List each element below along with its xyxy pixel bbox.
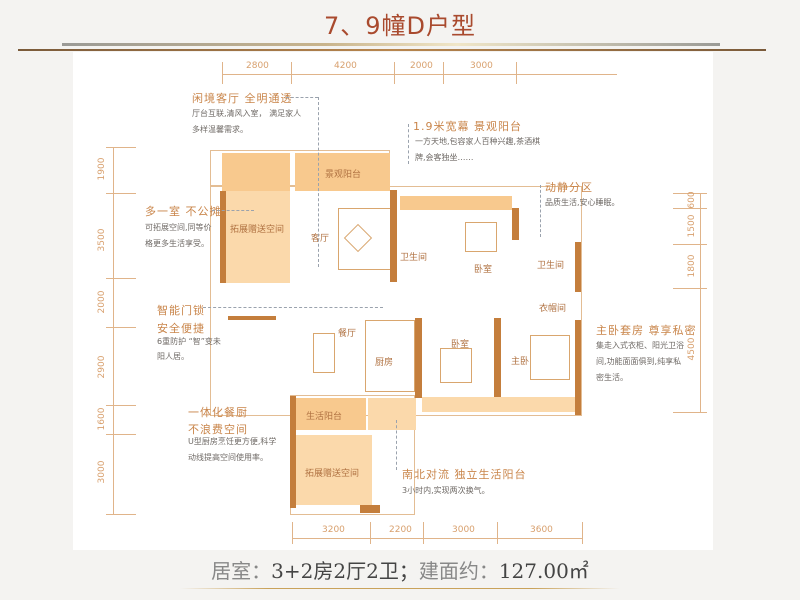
- floorplan-sheet: [73, 52, 713, 550]
- rooms-value: 3+2房2厅2卫；: [271, 559, 419, 583]
- title-divider-bottom: [18, 49, 766, 51]
- dim-top-1: 2800: [246, 61, 269, 71]
- dim-right-3: 1800: [687, 254, 697, 278]
- dim-bottom-4: 3600: [530, 525, 553, 535]
- dim-left-2: 3500: [97, 228, 107, 252]
- title-divider-top: [62, 43, 720, 46]
- unit-summary: 居室：3+2房2厅2卫；建面约：127.00㎡: [211, 559, 589, 583]
- dim-top-2: 4200: [334, 61, 357, 71]
- label-bedroom-2: 卧室: [451, 340, 470, 350]
- footer-ornament: [180, 588, 620, 589]
- label-living: 客厅: [311, 234, 330, 244]
- label-extension-bottom: 拓展赠送空间: [305, 469, 360, 479]
- bed-2: [440, 348, 472, 383]
- dim-right-2: 1500: [687, 214, 697, 238]
- label-closet: 衣帽间: [539, 304, 567, 314]
- dim-bottom-1: 3200: [322, 525, 345, 535]
- label-bedroom-1: 卧室: [474, 265, 493, 275]
- label-dining: 餐厅: [338, 329, 357, 339]
- room-view-balcony: [295, 153, 390, 191]
- label-view-balcony: 景观阳台: [325, 170, 362, 180]
- bed-master: [530, 335, 570, 380]
- label-kitchen: 厨房: [375, 358, 394, 368]
- dim-left-4: 2900: [97, 355, 107, 379]
- kitchen-counter: [365, 320, 415, 392]
- dim-left-3: 2000: [97, 290, 107, 314]
- label-master: 主卧: [511, 357, 530, 367]
- dining-table: [313, 333, 335, 373]
- dim-top-3: 2000: [410, 61, 433, 71]
- dim-bottom-2: 2200: [389, 525, 412, 535]
- bed-1: [465, 222, 497, 252]
- dim-left-5: 1600: [97, 407, 107, 431]
- label-extension-top: 拓展赠送空间: [230, 225, 285, 235]
- dim-left-6: 3000: [97, 460, 107, 484]
- label-utility-balcony: 生活阳台: [306, 412, 343, 422]
- area-value: 127.00㎡: [498, 559, 589, 583]
- dim-top-4: 3000: [470, 61, 493, 71]
- dim-left-1: 1900: [97, 157, 107, 181]
- room-utility-balcony: [296, 398, 366, 430]
- dim-bottom-3: 3000: [452, 525, 475, 535]
- label-bath-1: 卫生间: [400, 253, 428, 263]
- label-bath-2: 卫生间: [537, 261, 565, 271]
- page-title: 7、9幢D户型: [323, 12, 477, 40]
- room-extension-bottom: [296, 435, 372, 505]
